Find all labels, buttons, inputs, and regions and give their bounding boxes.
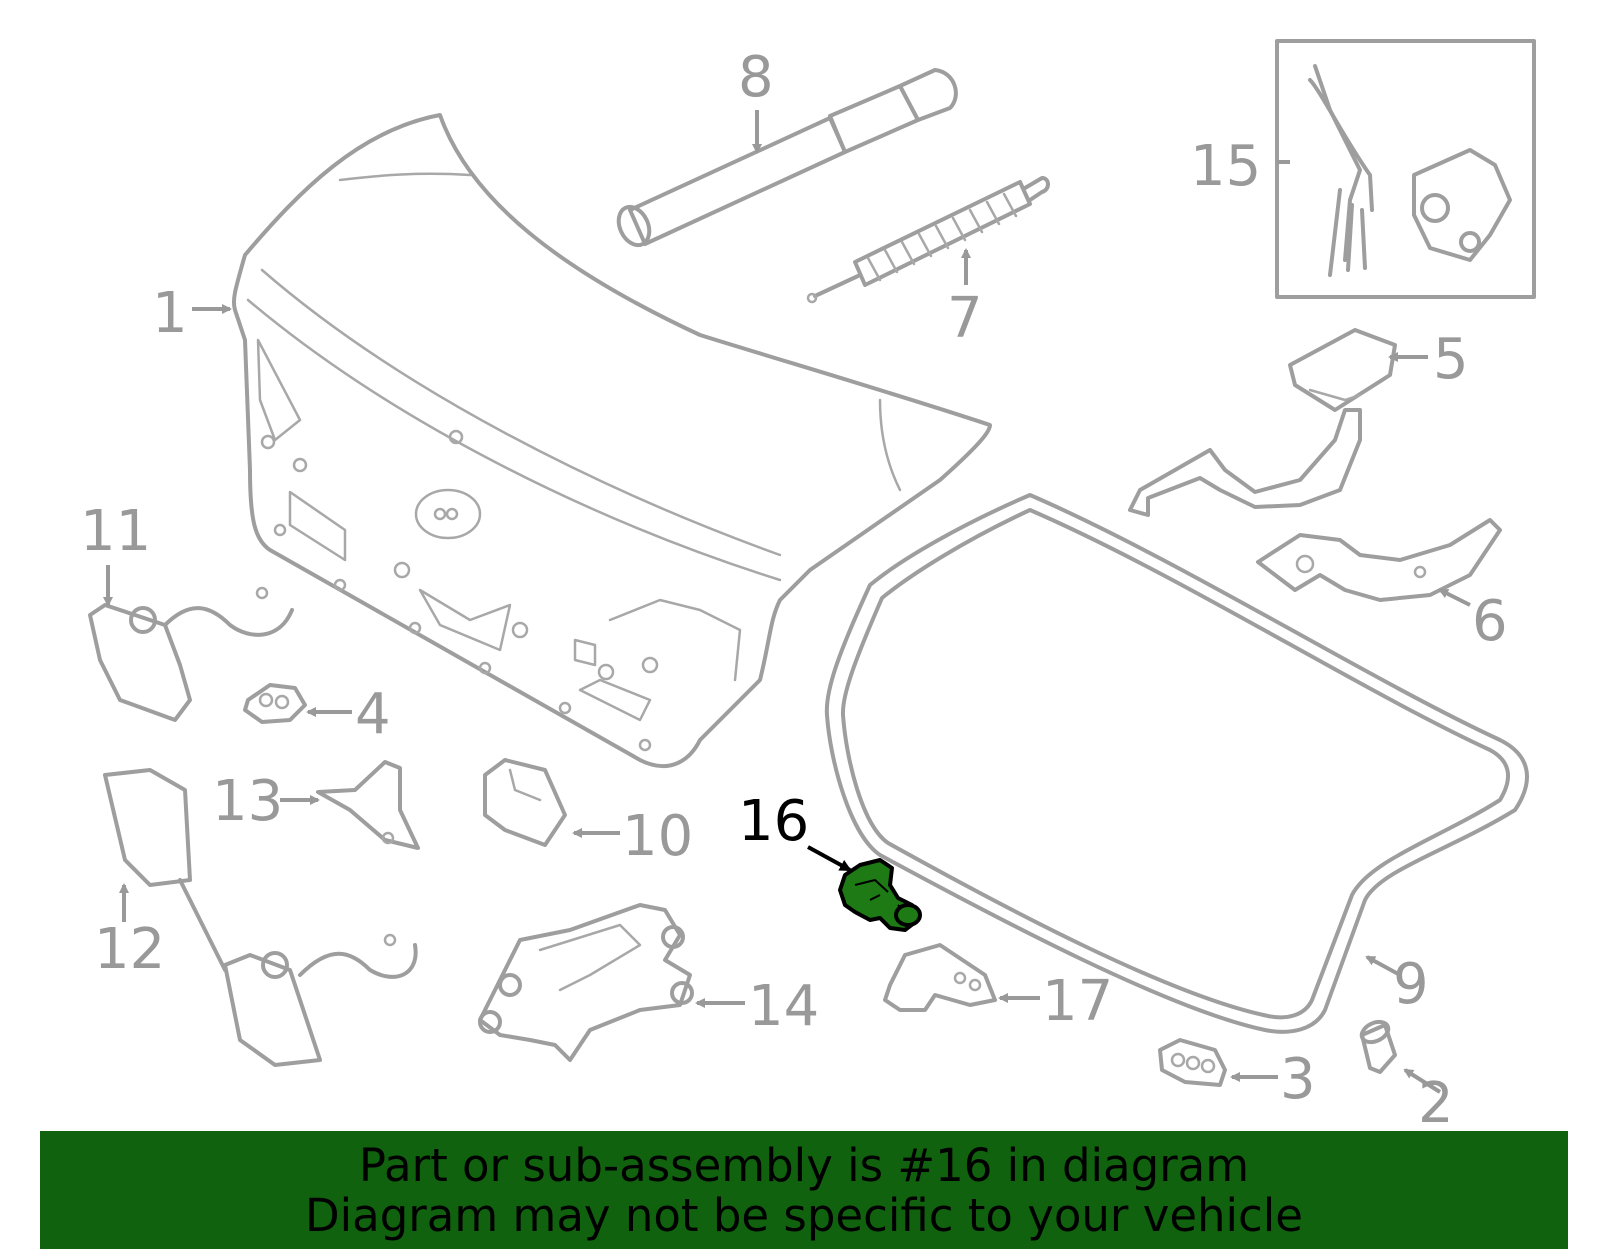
callout-17: 17: [1042, 969, 1113, 1034]
bracket-part: [1256, 518, 1502, 602]
bumper-part: [1158, 1038, 1227, 1087]
cable-actuator-part: [103, 768, 418, 1067]
callout-7: 7: [947, 286, 983, 351]
banner-line-2: Diagram may not be specific to your vehi…: [305, 1189, 1303, 1242]
callout-14: 14: [748, 974, 819, 1039]
latch-part: [478, 903, 694, 1062]
callout-16: 16: [738, 789, 809, 854]
callout-5: 5: [1433, 327, 1469, 392]
hinge-part: [1128, 328, 1397, 517]
leader-lines: [103, 110, 1471, 1094]
callout-3: 3: [1280, 1047, 1316, 1112]
highlighted-part-16: [838, 858, 922, 932]
notice-banner: Part or sub-assembly is #16 in diagram D…: [40, 1131, 1568, 1249]
lock-set-part: [1275, 39, 1536, 299]
actuator-part: [88, 586, 294, 722]
trunk-lid-part: [231, 113, 992, 768]
bumper-pad-part: [243, 683, 307, 724]
callout-11: 11: [80, 499, 151, 564]
callout-4: 4: [355, 682, 391, 747]
callout-12: 12: [94, 917, 165, 982]
stopper-part: [1359, 1019, 1397, 1074]
spring-part: [806, 176, 1050, 304]
callout-8: 8: [738, 45, 774, 110]
switch-part: [483, 758, 567, 847]
callout-labels: 1 2 3 4 5 6 7 8 9 10 11 12 13 14 15 16 1…: [80, 45, 1508, 1136]
callout-15: 15: [1190, 134, 1261, 199]
small-bracket-part: [316, 760, 420, 850]
callout-13: 13: [212, 769, 283, 834]
weatherstrip-part: [824, 493, 1529, 1034]
callout-1: 1: [152, 281, 188, 346]
callout-6: 6: [1472, 589, 1508, 654]
callout-9: 9: [1393, 952, 1429, 1017]
callout-10: 10: [622, 804, 693, 869]
banner-line-1: Part or sub-assembly is #16 in diagram: [358, 1139, 1250, 1192]
sensor-part: [883, 943, 997, 1012]
callout-2: 2: [1418, 1071, 1454, 1136]
gas-strut-part: [616, 68, 958, 248]
